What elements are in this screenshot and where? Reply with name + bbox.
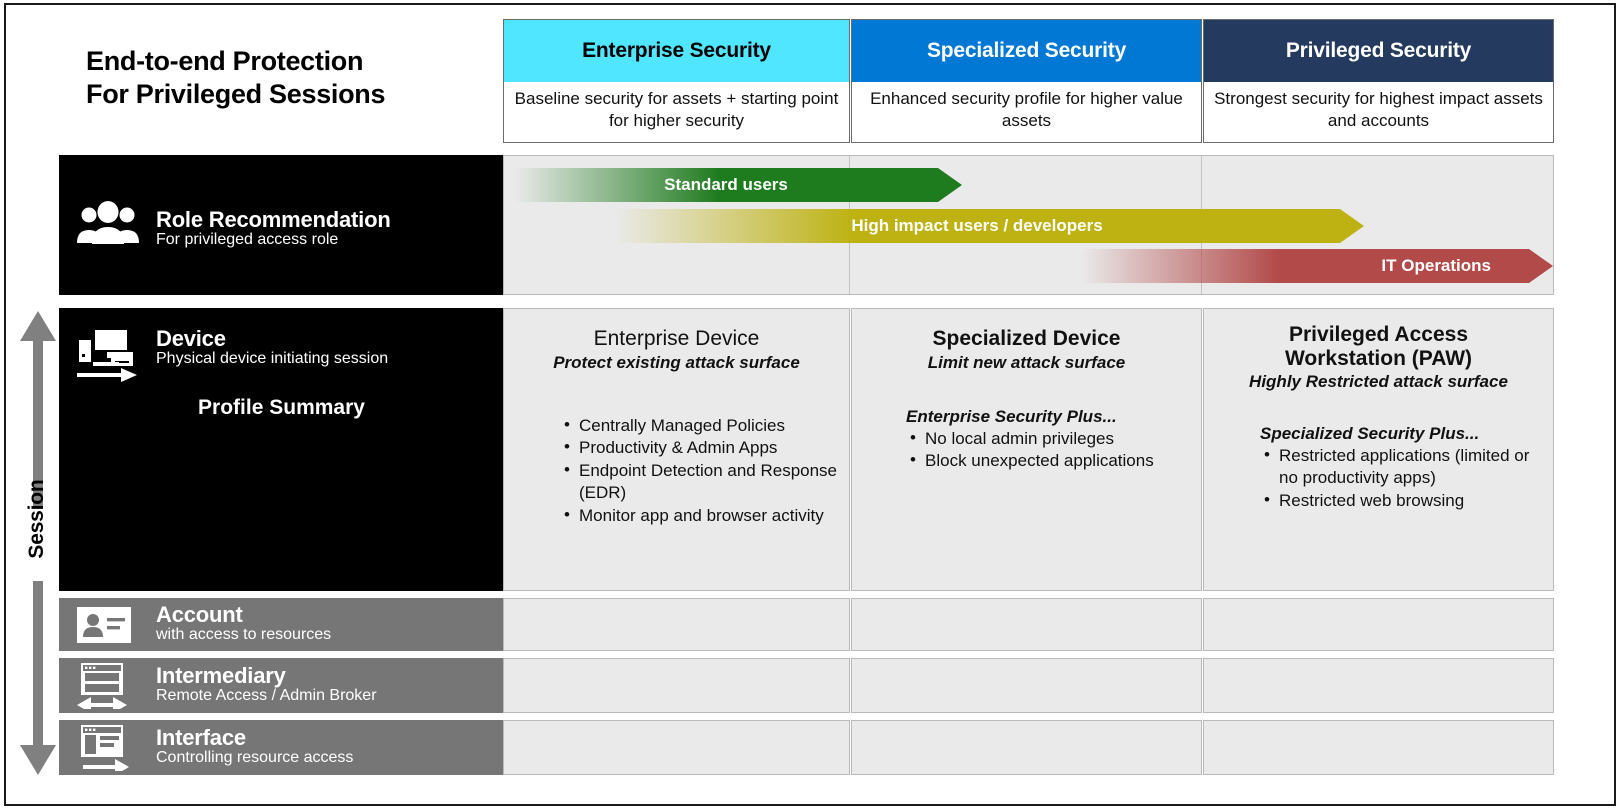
row-subtitle: Controlling resource access	[156, 749, 354, 767]
list-item: Monitor app and browser activity	[562, 504, 839, 527]
row-label-text: Interface Controlling resource access	[156, 726, 353, 767]
session-axis: Session	[16, 311, 60, 775]
list-item: Centrally Managed Policies	[562, 414, 839, 437]
window-panel-arrow-icon	[77, 725, 131, 771]
list-item: Restricted web browsing	[1262, 489, 1543, 512]
row-subtitle: with access to resources	[156, 626, 332, 644]
column-header-privileged-security: Privileged Security Strongest security f…	[1203, 19, 1554, 143]
interface-cell-enterprise	[503, 720, 850, 775]
row-label-text: Role Recommendation For privileged acces…	[156, 208, 391, 249]
column-header-description: Strongest security for highest impact as…	[1214, 89, 1543, 131]
people-group-icon	[77, 201, 139, 245]
list-item: Restricted applications (limited or no p…	[1262, 444, 1543, 489]
row-title: Intermediary	[156, 663, 286, 688]
intermediary-cell-privileged	[1203, 658, 1554, 713]
column-header-band: Enterprise Security	[504, 20, 849, 82]
row-label-interface: Interface Controlling resource access	[59, 720, 504, 775]
page-title-line1: End-to-end Protection	[86, 46, 364, 76]
role-recommendation-panel: Standard users High impact users / devel…	[503, 155, 1554, 295]
cell-subtitle: Highly Restricted attack surface	[1249, 372, 1508, 392]
cell-title: Specialized Device	[932, 327, 1121, 350]
column-header-specialized-security: Specialized Security Enhanced security p…	[851, 19, 1202, 143]
interface-cell-specialized	[851, 720, 1202, 775]
cell-subtitle: Protect existing attack surface	[553, 352, 800, 372]
column-header-description: Baseline security for assets + starting …	[514, 89, 839, 131]
list-item: No local admin privileges	[908, 427, 1191, 450]
account-cell-specialized	[851, 598, 1202, 651]
diagram-frame: End-to-end Protection For Privileged Ses…	[4, 3, 1616, 806]
device-cell-privileged: Privileged Access Workstation (PAW) High…	[1203, 308, 1554, 591]
column-header-title: Specialized Security	[926, 39, 1127, 62]
row-subtitle: Remote Access / Admin Broker	[156, 687, 377, 705]
account-cell-enterprise	[503, 598, 850, 651]
column-header-band: Privileged Security	[1204, 20, 1553, 82]
page-title-line2: For Privileged Sessions	[86, 78, 386, 109]
page-title: End-to-end Protection For Privileged Ses…	[86, 45, 486, 111]
column-header-band: Specialized Security	[852, 20, 1201, 82]
device-cell-specialized: Specialized Device Limit new attack surf…	[851, 308, 1202, 591]
row-label-text: Account with access to resources	[156, 603, 331, 644]
session-axis-label: Session	[25, 479, 48, 559]
intermediary-cell-specialized	[851, 658, 1202, 713]
arrow-shape	[1080, 249, 1553, 283]
arrow-shape	[614, 209, 1364, 243]
row-label-text: Intermediary Remote Access / Admin Broke…	[156, 664, 377, 705]
cell-plus-heading: Specialized Security Plus...	[1260, 424, 1480, 444]
arrow-label: IT Operations	[1381, 256, 1491, 275]
session-double-arrow-icon	[20, 311, 56, 775]
cell-bullet-list: Restricted applications (limited or no p…	[1262, 444, 1543, 512]
cell-bullet-list: Centrally Managed Policies Productivity …	[562, 414, 839, 528]
row-title: Role Recommendation	[156, 207, 391, 232]
list-item: Block unexpected applications	[908, 449, 1191, 472]
list-item: Endpoint Detection and Response (EDR)	[562, 459, 839, 504]
row-subtitle: Physical device initiating session	[156, 350, 389, 368]
row-label-text: Device Physical device initiating sessio…	[156, 327, 388, 368]
profile-summary-label: Profile Summary	[198, 396, 365, 419]
cell-title: Privileged Access Workstation (PAW)	[1284, 323, 1473, 370]
cell-title: Enterprise Device	[593, 327, 760, 350]
interface-cell-privileged	[1203, 720, 1554, 775]
device-cell-enterprise: Enterprise Device Protect existing attac…	[503, 308, 850, 591]
id-card-icon	[77, 607, 131, 643]
row-label-role-recommendation: Role Recommendation For privileged acces…	[59, 155, 504, 295]
arrow-it-operations: IT Operations	[1080, 249, 1553, 283]
column-header-description: Enhanced security profile for higher val…	[870, 89, 1183, 131]
row-label-intermediary: Intermediary Remote Access / Admin Broke…	[59, 658, 504, 713]
cell-subtitle: Limit new attack surface	[927, 352, 1126, 372]
row-title: Account	[156, 602, 243, 627]
cell-bullet-list: No local admin privileges Block unexpect…	[908, 427, 1191, 473]
window-double-arrow-icon	[77, 663, 131, 709]
row-label-device: Device Physical device initiating sessio…	[59, 308, 504, 591]
intermediary-cell-enterprise	[503, 658, 850, 713]
list-item: Productivity & Admin Apps	[562, 436, 839, 459]
account-cell-privileged	[1203, 598, 1554, 651]
row-label-account: Account with access to resources	[59, 598, 504, 651]
column-header-title: Enterprise Security	[582, 39, 771, 62]
row-title: Interface	[156, 725, 246, 750]
column-header-enterprise-security: Enterprise Security Baseline security fo…	[503, 19, 850, 143]
column-header-title: Privileged Security	[1285, 39, 1472, 62]
monitor-devices-arrow-icon	[77, 328, 137, 384]
arrow-label: Standard users	[664, 175, 788, 194]
row-subtitle: For privileged access role	[156, 231, 339, 249]
cell-plus-heading: Enterprise Security Plus...	[906, 406, 1117, 426]
arrow-high-impact-users: High impact users / developers	[614, 209, 1364, 243]
arrow-shape	[514, 168, 962, 202]
arrow-standard-users: Standard users	[514, 168, 962, 202]
arrow-label: High impact users / developers	[851, 216, 1103, 235]
row-title: Device	[156, 326, 226, 351]
